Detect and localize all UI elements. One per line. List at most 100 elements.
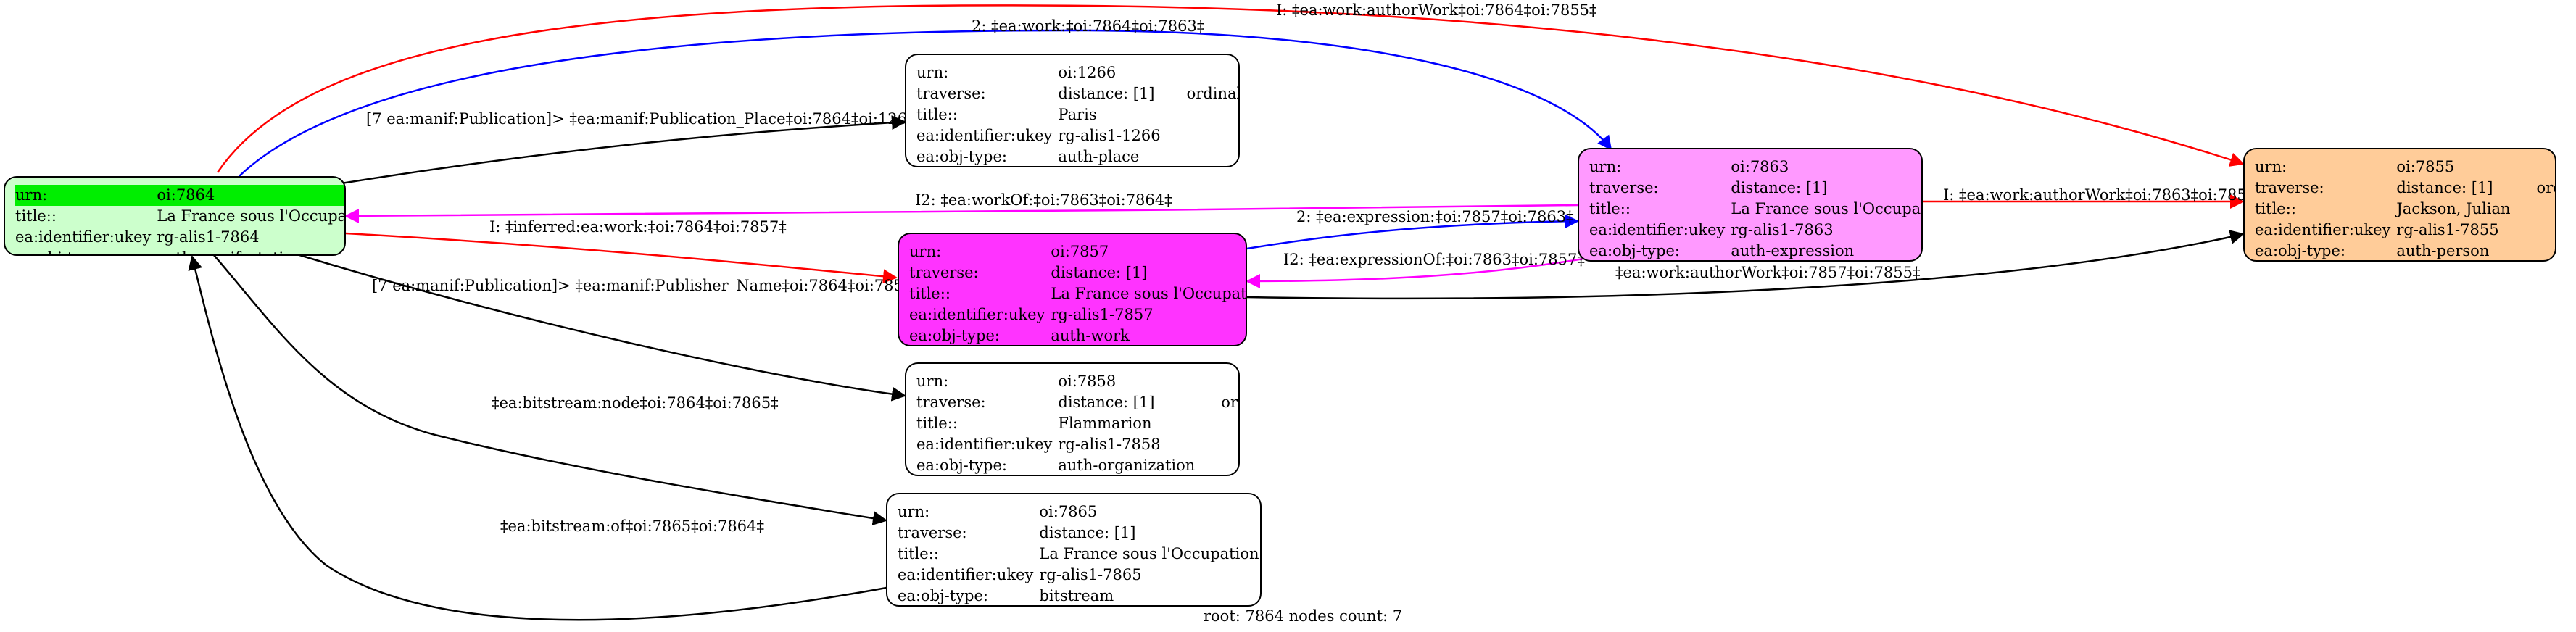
node-row: title::Jackson, Julian <box>2255 199 2555 220</box>
node-row: urn:oi:7858 <box>916 371 1238 392</box>
node-field-ordinal: ordinal: 4 <box>2536 179 2555 196</box>
node-oi-7858[interactable]: urn:oi:7858 traverse: distance: [1] ordinal… <box>905 362 1240 476</box>
node-row: ea:obj-type: auth-expression <box>1589 241 1921 260</box>
node-field-key: ea:identifier:ukey <box>1589 221 1726 238</box>
node-row: traverse: distance: [1] ordinal: 4 <box>2255 178 2555 199</box>
node-field-key: ea:identifier:ukey <box>909 306 1045 323</box>
node-field-key: title:: <box>2255 200 2296 217</box>
node-field-value: distance: [1] <box>1058 394 1155 411</box>
node-row: ea:identifier:ukey rg-alis1-7857 <box>909 304 1246 325</box>
node-row: urn:oi:7863 <box>1589 157 1921 178</box>
node-row: urn:oi:7855 <box>2255 157 2555 178</box>
node-row: urn:oi:7865 <box>898 502 1260 523</box>
node-field-key: ea:identifier:ukey <box>916 127 1053 144</box>
node-row: title::La France sous l'Occupation <box>1589 199 1921 220</box>
node-row: urn:oi:7864 <box>15 185 344 206</box>
edge-authorwork-7864-7855 <box>216 4 2245 173</box>
node-table: urn:oi:7858 traverse: distance: [1] ordinal… <box>916 371 1238 475</box>
edge-label-publisher-7864-7858: [7 ea:manif:Publication]> ‡ea:manif:Publ… <box>372 277 931 294</box>
node-row: ea:identifier:ukey rg-alis1-7864 <box>15 227 344 248</box>
node-field-value: auth-work <box>1051 327 1130 344</box>
edge-label-expression-7857-7863: 2: ‡ea:expression:‡oi:7857‡oi:7863‡ <box>1296 208 1574 225</box>
node-field-value: La France sous l'Occupation <box>157 207 346 225</box>
node-field-ordinal: ordinal: 6 <box>1221 394 1238 411</box>
node-field-key: ea:obj-type: <box>916 457 1007 474</box>
node-field-key: ea:obj-type: <box>916 148 1007 165</box>
node-field-value: rg-alis1-7855 <box>2396 221 2499 238</box>
node-field-key: title:: <box>15 207 57 225</box>
node-field-value: distance: [1] <box>2396 179 2493 196</box>
node-field-value: Jackson, Julian <box>2396 200 2511 217</box>
node-field-value: auth-expression <box>1731 242 1855 259</box>
node-field-key: urn: <box>916 64 949 81</box>
node-field-key: ea:obj-type: <box>909 327 1000 344</box>
node-row: traverse:distance: [1]ordinal: 1 <box>1589 178 1921 199</box>
node-row: title::La France sous l'Occupation <box>15 206 346 227</box>
node-row: ea:obj-type:auth-place <box>916 146 1238 166</box>
node-field-key: ea:obj-type: <box>1589 242 1680 259</box>
edge-label-authorwork-7864-7855: I: ‡ea:work:authorWork‡oi:7864‡oi:7855‡ <box>1276 1 1597 19</box>
node-field-key: traverse: <box>2255 179 2324 196</box>
edge-place-7864-1266 <box>327 115 906 187</box>
edge-label-authorwork-7857-7855: ‡ea:work:authorWork‡oi:7857‡oi:7855‡ <box>1615 264 1921 281</box>
node-field-key: title:: <box>916 415 958 432</box>
node-row: title::Paris <box>916 104 1238 125</box>
node-field-value: rg-alis1-7864 <box>157 228 260 246</box>
node-field-value: auth-person <box>2396 242 2490 259</box>
node-row: ea:obj-type: auth-work <box>909 325 1246 345</box>
node-field-value: distance: [1] <box>1058 85 1155 102</box>
edge-label-inferred-7864-7857: I: ‡inferred:ea:work:‡oi:7864‡oi:7857‡ <box>489 218 787 236</box>
node-row: title::La France sous l'Occupation.jpg <box>898 544 1260 565</box>
edge-label-workof-7863-7864: I2: ‡ea:workOf:‡oi:7863‡oi:7864‡ <box>915 191 1172 209</box>
node-field-key: title:: <box>898 545 939 562</box>
node-row: traverse: distance: [1] ordinal: 6 <box>916 392 1238 413</box>
node-field-ordinal: ordinal: 5 <box>1186 85 1238 102</box>
node-field-key: traverse: <box>909 264 979 281</box>
node-field-key: traverse: <box>1589 179 1659 196</box>
edge-inferred-7864-7857 <box>345 232 898 284</box>
node-field-value: rg-alis1-7857 <box>1051 306 1154 323</box>
node-row: traverse:distance: [1]ordinal: 5 <box>916 83 1238 104</box>
node-field-value: distance: [1] <box>1051 264 1148 281</box>
edge-label-authorwork-7863-7855: I: ‡ea:work:authorWork‡oi:7863‡oi:7855‡ <box>1943 186 2264 204</box>
node-field-key: urn: <box>909 243 942 260</box>
node-field-value: auth-organization <box>1058 457 1196 474</box>
edge-publisher-7864-7858 <box>289 251 906 402</box>
node-field-value: rg-alis1-7863 <box>1731 221 1834 238</box>
node-field-value: distance: [1] <box>1731 179 1828 196</box>
edge-bitstream-node-7864-7865 <box>213 254 887 525</box>
edge-authorwork-7857-7855 <box>1246 230 2245 300</box>
node-field-key: urn: <box>898 503 930 520</box>
node-field-key: ea:obj-type: <box>2255 242 2345 259</box>
node-field-value: oi:7864 <box>157 185 344 206</box>
node-field-key: traverse: <box>916 394 986 411</box>
node-field-value: distance: [1] <box>1039 524 1136 541</box>
node-row: title::Flammarion <box>916 413 1238 434</box>
node-field-value: oi:7858 <box>1058 373 1117 390</box>
node-row: ea:obj-type:bitstream <box>898 586 1260 605</box>
edge-bitstream-of-7865-7864 <box>188 255 891 621</box>
edge-workof-7863-7864 <box>344 204 1578 223</box>
node-field-key: ea:obj-type: <box>15 248 157 254</box>
node-field-value: oi:7857 <box>1051 243 1109 260</box>
node-field-key: ea:obj-type: <box>898 587 988 604</box>
node-row: ea:identifier:ukey rg-alis1-7863 <box>1589 220 1921 241</box>
node-field-value: auth-manifestation <box>157 248 344 254</box>
node-row: ea:obj-type:auth-manifestation <box>15 248 344 254</box>
node-field-key: ea:identifier:ukey <box>15 228 152 246</box>
edge-label-place-7864-1266: [7 ea:manif:Publication]> ‡ea:manif:Publ… <box>366 110 935 128</box>
node-field-value: La France sous l'Occupation <box>1731 200 1921 217</box>
node-field-key: ea:identifier:ukey <box>898 566 1034 583</box>
node-field-key: urn: <box>1589 158 1622 175</box>
